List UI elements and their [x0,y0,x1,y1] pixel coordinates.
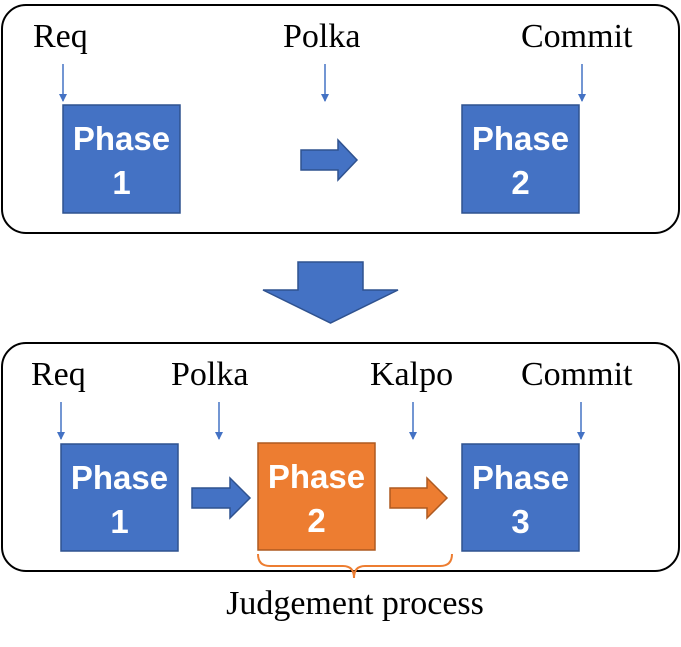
bottom-label-polka: Polka [171,356,248,393]
bottom-panel [1,342,680,572]
bottom-block-arrow-1 [191,476,252,520]
top-panel [1,4,680,234]
transition-down-arrow [262,261,399,324]
top-phase-2-word: Phase [472,120,569,157]
bottom-block-arrow-2 [389,476,449,520]
bottom-phase-1-word: Phase [71,459,168,496]
bottom-phase-2-box: Phase 2 [257,442,376,551]
bottom-phase-1-box: Phase 1 [60,443,179,552]
bottom-phase-2-word: Phase [268,458,365,495]
judgement-bracket [257,553,453,579]
top-block-arrow [300,138,359,182]
top-phase-1-box: Phase 1 [62,104,181,214]
bottom-phase-3-word: Phase [472,459,569,496]
top-label-polka: Polka [283,18,360,55]
top-label-req: Req [33,18,88,55]
top-phase-2-box: Phase 2 [461,104,580,214]
bottom-label-commit: Commit [521,356,633,393]
top-phase-1-number: 1 [112,164,130,201]
top-phase-1-word: Phase [73,120,170,157]
bottom-phase-3-number: 3 [511,503,529,540]
top-phase-2-number: 2 [511,164,529,201]
bottom-label-req: Req [31,356,86,393]
bottom-label-kalpo: Kalpo [370,356,453,393]
bottom-phase-3-box: Phase 3 [461,443,580,552]
bottom-phase-1-number: 1 [110,503,128,540]
top-label-commit: Commit [521,18,633,55]
judgement-process-label: Judgement process [226,585,484,622]
bottom-phase-2-number: 2 [307,502,325,539]
